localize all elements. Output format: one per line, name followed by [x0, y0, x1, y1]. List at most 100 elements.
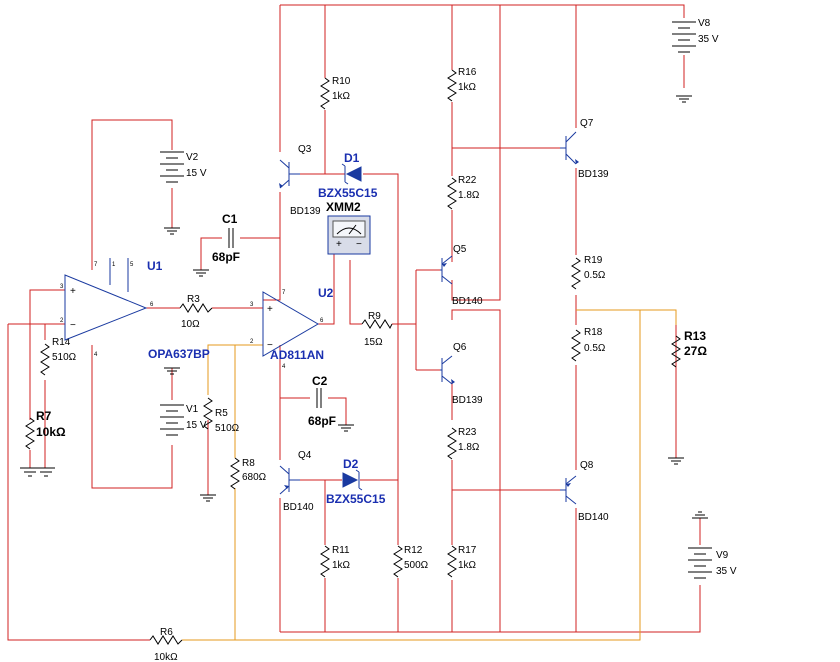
u2-type: AD811AN	[270, 348, 324, 362]
xmm2-label: XMM2	[326, 200, 361, 214]
u1-minus: −	[70, 320, 76, 331]
r7-label: R7	[36, 409, 52, 423]
r16-value: 1kΩ	[458, 82, 477, 93]
battery-v8: V8 35 V	[672, 18, 719, 103]
xmm2-minus: −	[356, 239, 362, 250]
u2-pin2: 2	[250, 339, 254, 345]
feedback-wires	[182, 309, 677, 641]
u1-pin7: 7	[94, 262, 98, 268]
r6-value: 10kΩ	[154, 652, 178, 662]
r18-label: R18	[584, 327, 603, 338]
q5-type: BD140	[452, 296, 483, 307]
r13-label: R13	[684, 329, 706, 343]
zener-diodes: D1 BZX55C15 D2 BZX55C15	[318, 151, 386, 506]
q4-type: BD140	[283, 502, 314, 513]
u2-pin7: 7	[282, 290, 286, 296]
r23-label: R23	[458, 427, 477, 438]
r3-value: 10Ω	[181, 319, 200, 330]
r16-label: R16	[458, 67, 477, 78]
d1-type: BZX55C15	[318, 186, 378, 200]
v1-value: 15 V	[186, 420, 207, 431]
u1-pin2: 2	[60, 318, 64, 324]
c2-value: 68pF	[308, 414, 336, 428]
q7-label: Q7	[580, 118, 594, 129]
v1-label: V1	[186, 404, 199, 415]
q8-type: BD140	[578, 512, 609, 523]
q6-type: BD139	[452, 395, 483, 406]
r9-value: 15Ω	[364, 337, 383, 348]
battery-v2: V2 15 V	[160, 151, 207, 235]
r5-label: R5	[215, 408, 228, 419]
q4-label: Q4	[298, 450, 312, 461]
c2-label: C2	[312, 374, 328, 388]
d1-label: D1	[344, 151, 360, 165]
q8-label: Q8	[580, 460, 594, 471]
d2-type: BZX55C15	[326, 492, 386, 506]
resistors: R10 1kΩ R16 1kΩ R22 1.8Ω R19 0.5Ω R18 0.…	[25, 67, 707, 662]
red-wires	[7, 4, 701, 641]
r14-label: R14	[52, 337, 71, 348]
v9-label: V9	[716, 550, 729, 561]
r23-value: 1.8Ω	[458, 442, 480, 453]
capacitors: C1 68pF C2 68pF	[212, 212, 336, 428]
c1-value: 68pF	[212, 250, 240, 264]
r8-label: R8	[242, 458, 255, 469]
r8-value: 680Ω	[242, 472, 267, 483]
c1-label: C1	[222, 212, 238, 226]
transistors: Q3 BD139 Q7 BD139 Q5 BD140 Q6 BD139 Q4 B…	[279, 118, 609, 523]
r12-value: 500Ω	[404, 560, 429, 571]
q7-type: BD139	[578, 169, 609, 180]
r17-label: R17	[458, 545, 477, 556]
r11-label: R11	[332, 545, 350, 556]
u1-pin4: 4	[94, 352, 98, 358]
u1-type: OPA637BP	[148, 347, 210, 361]
r18-value: 0.5Ω	[584, 343, 606, 354]
xmm2-plus: +	[336, 239, 342, 250]
u2-label: U2	[318, 286, 334, 300]
r19-value: 0.5Ω	[584, 270, 606, 281]
u1-pin3: 3	[60, 284, 64, 290]
d2-label: D2	[343, 457, 359, 471]
u2-pin6: 6	[320, 318, 324, 324]
r10-label: R10	[332, 76, 351, 87]
opamp-u2: + − 7 3 2 6 4 U2 AD811AN	[250, 286, 334, 370]
u1-label: U1	[147, 259, 163, 273]
u1-pin6: 6	[150, 302, 154, 308]
multimeter-xmm2[interactable]: + − XMM2	[326, 200, 371, 255]
u2-pin3: 3	[250, 302, 254, 308]
r6-label: R6	[160, 627, 173, 638]
r7-value: 10kΩ	[36, 425, 66, 439]
v9-value: 35 V	[716, 566, 737, 577]
r10-value: 1kΩ	[332, 91, 351, 102]
ground-symbols	[20, 269, 684, 502]
battery-v9: V9 35 V	[688, 511, 737, 579]
q3-label: Q3	[298, 144, 312, 155]
r12-label: R12	[404, 545, 423, 556]
u2-pin4: 4	[282, 364, 286, 370]
r14-value: 510Ω	[52, 352, 77, 363]
u1-pin1: 1	[112, 262, 116, 268]
r11-value: 1kΩ	[332, 560, 351, 571]
q3-type: BD139	[290, 206, 321, 217]
r22-label: R22	[458, 175, 477, 186]
u2-plus: +	[267, 304, 273, 315]
r19-label: R19	[584, 255, 603, 266]
r17-value: 1kΩ	[458, 560, 477, 571]
v2-label: V2	[186, 152, 199, 163]
battery-v1: V1 15 V	[160, 367, 207, 436]
r13-value: 27Ω	[684, 344, 707, 358]
v8-value: 35 V	[698, 34, 719, 45]
q6-label: Q6	[453, 342, 467, 353]
r9-label: R9	[368, 311, 381, 322]
u1-pin5: 5	[130, 262, 134, 268]
q5-label: Q5	[453, 244, 467, 255]
r3-label: R3	[187, 294, 200, 305]
v8-label: V8	[698, 18, 711, 29]
r22-value: 1.8Ω	[458, 190, 480, 201]
v2-value: 15 V	[186, 168, 207, 179]
r5-value: 510Ω	[215, 423, 240, 434]
opamp-u1: + − 7 1 5 3 2 6 4 U1 OPA637BP	[60, 258, 210, 361]
u1-plus: +	[70, 286, 76, 297]
u2-minus: −	[267, 340, 273, 351]
